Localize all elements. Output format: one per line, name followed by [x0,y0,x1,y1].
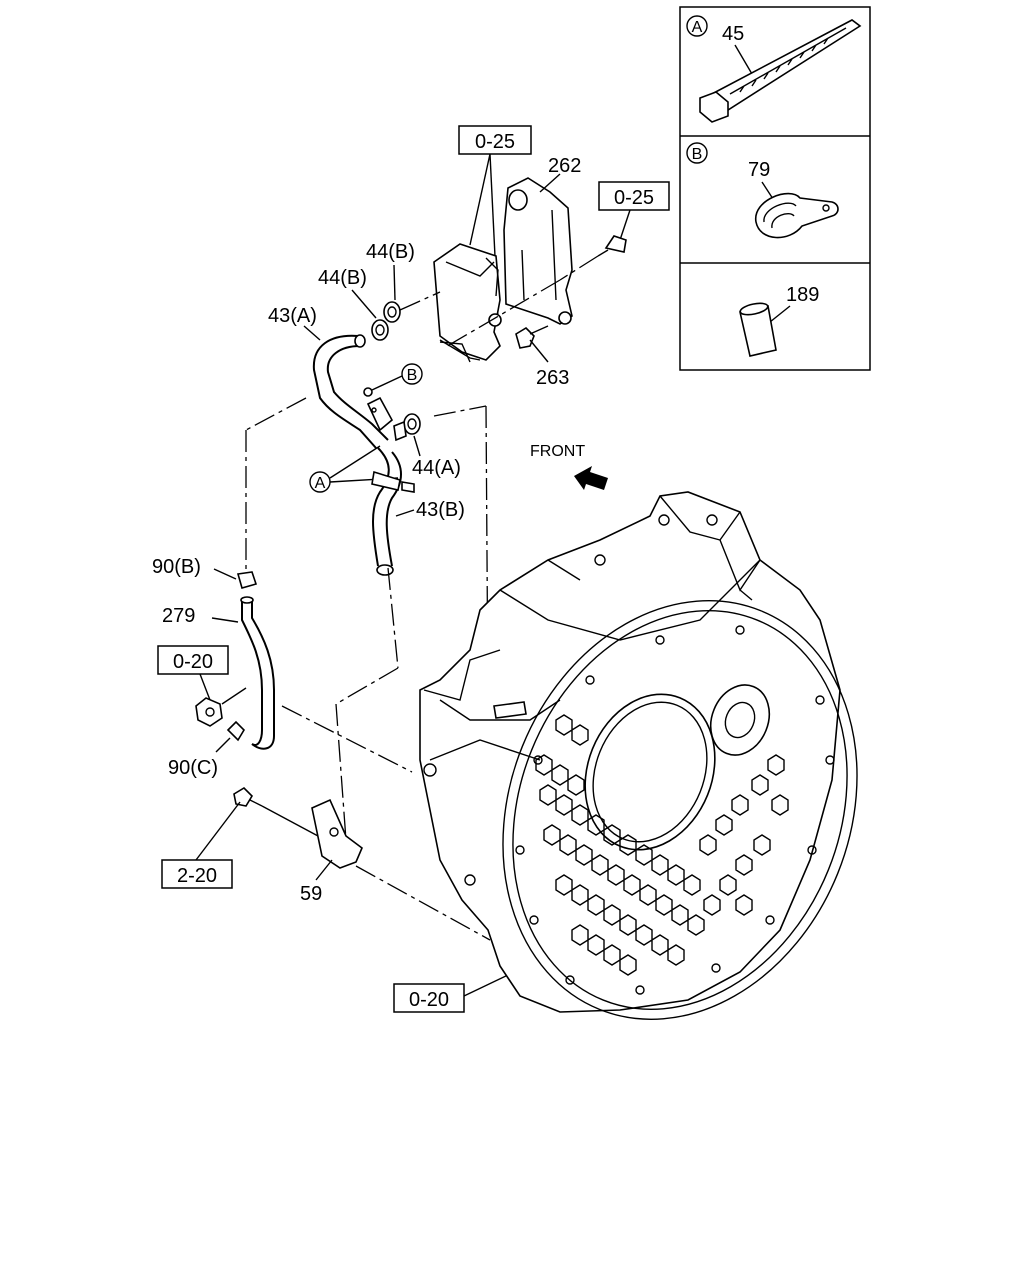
clamp-44b-upper [383,301,401,323]
legend-b-marker: B [692,146,703,163]
label-44b-upper: 44(B) [366,241,415,263]
bolt-263 [515,325,549,349]
legend-a-marker: A [692,19,703,36]
hose-43a [312,334,394,449]
legend-b-part-number: 79 [748,159,770,181]
ref-0-25-right-text: 0-25 [614,187,654,209]
ref-box-0-20-bottom[interactable]: 0-20 [393,983,465,1013]
hose-43b [371,447,415,576]
ref-box-0-20-left[interactable]: 0-20 [157,645,229,675]
legend-a-cable-tie: A 45 [686,15,862,123]
marker-b-callout: B [363,363,423,397]
ref-2-20-text: 2-20 [177,865,217,887]
legend-c-part-number: 189 [786,284,819,306]
ref-0-25-top-text: 0-25 [475,131,515,153]
ref-box-2-20[interactable]: 2-20 [161,859,233,889]
bolt-right [597,235,627,257]
fitting-90c [226,720,246,742]
ref-box-0-25-right[interactable]: 0-25 [598,181,670,211]
legend-a-part-number: 45 [722,23,744,45]
marker-a-callout: A [309,445,399,493]
clamp-44b-lower [371,319,389,341]
legend-c-sleeve: 189 [739,284,819,357]
pipe-279 [240,596,275,750]
bracket-59 [311,798,363,869]
honeycomb-ribs [535,714,789,976]
label-90b: 90(B) [152,556,201,578]
bracket-262 [503,177,573,325]
ref-0-20-left-text: 0-20 [173,651,213,673]
label-262: 262 [548,155,581,177]
label-43b: 43(B) [416,499,465,521]
flywheel-housing [419,491,858,1020]
clamp-44a [393,413,421,442]
ref-0-20-bottom-text: 0-20 [409,989,449,1011]
legend-b-clip: B 79 [686,142,839,239]
breather-housing [433,243,502,363]
label-44a: 44(A) [412,457,461,479]
label-44b-lower: 44(B) [318,267,367,289]
front-arrow-icon [574,466,608,490]
fitting-90b [236,571,258,589]
bolt-2-20 [233,786,263,807]
connector-0-20 [195,697,223,727]
marker-a-text: A [315,475,326,492]
label-279: 279 [162,605,195,627]
front-label: FRONT [530,443,585,460]
label-43a: 43(A) [268,305,317,327]
label-59: 59 [300,883,322,905]
label-263: 263 [536,367,569,389]
ref-box-0-25-top[interactable]: 0-25 [458,125,532,155]
legend-panel: A 45 B 79 189 [679,6,871,371]
label-90c: 90(C) [168,757,218,779]
marker-b-text: B [407,367,418,384]
